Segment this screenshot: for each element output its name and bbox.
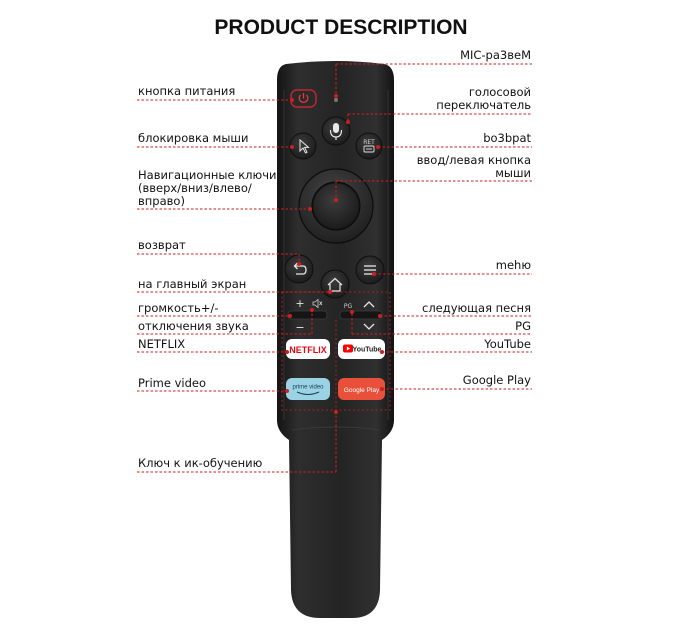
- home-icon: [327, 277, 343, 292]
- label-netflix: NETFLIX: [138, 337, 185, 351]
- label-navigation-line3: вправо): [138, 194, 185, 208]
- pg-label: PG: [344, 303, 353, 310]
- label-enter-line2: мыши: [495, 166, 531, 180]
- return-icon: [363, 145, 375, 153]
- mouse-lock-button[interactable]: [289, 132, 317, 160]
- return-button-label: RET: [363, 139, 375, 146]
- return-button[interactable]: RET: [355, 132, 383, 160]
- label-prime-video: Prime video: [138, 376, 206, 390]
- volume-rocker[interactable]: + −: [287, 297, 328, 334]
- label-voice-line1: голосовой: [469, 85, 531, 99]
- power-icon: [298, 93, 309, 104]
- label-mute: отключения звука: [138, 319, 249, 333]
- youtube-button[interactable]: YouTube: [338, 339, 385, 359]
- chevron-up-icon: [363, 301, 375, 308]
- label-voice-line2: переключатель: [436, 98, 531, 112]
- label-ir-learning: Ключ к ик-обучению: [138, 456, 263, 470]
- mouse-pointer-icon: [299, 138, 310, 154]
- microphone-icon: [329, 123, 343, 140]
- volume-plus-label: +: [295, 297, 304, 310]
- page-title: PRODUCT DESCRIPTION: [214, 16, 467, 39]
- label-mouse-lock: блокировка мыши: [138, 131, 248, 145]
- microphone-hole: [334, 98, 338, 102]
- label-menu: mehю: [496, 258, 532, 272]
- navigation-ring[interactable]: [298, 168, 374, 244]
- mute-icon: [312, 298, 323, 309]
- label-power: кнопка питания: [138, 84, 235, 98]
- voice-button[interactable]: [321, 116, 351, 146]
- prime-video-button[interactable]: prime video: [286, 378, 330, 400]
- label-navigation-line2: (вверх/вниз/влево/: [138, 181, 252, 195]
- youtube-play-icon: [343, 344, 353, 353]
- netflix-button[interactable]: NETFLIX: [286, 339, 330, 359]
- label-return: bo3bpat: [483, 131, 531, 145]
- label-volume: громкость+/-: [138, 301, 219, 315]
- google-play-button-label: Google Play: [344, 387, 380, 394]
- back-arrow-icon: [293, 262, 307, 275]
- label-navigation-line1: Навигационные ключи: [138, 168, 276, 182]
- volume-minus-label: −: [295, 321, 304, 334]
- power-button[interactable]: [290, 89, 317, 108]
- label-mic: MIC-ра3веМ: [460, 48, 531, 62]
- enter-button[interactable]: [313, 183, 359, 229]
- label-next-song: следующая песня: [422, 301, 531, 315]
- netflix-button-label: NETFLIX: [289, 345, 327, 355]
- label-google-play: Google Play: [463, 373, 531, 387]
- menu-button[interactable]: [355, 255, 385, 285]
- leader-lines-left: [137, 98, 338, 473]
- google-play-button[interactable]: Google Play: [338, 378, 385, 400]
- leader-lines-right: [334, 63, 532, 391]
- prime-button-label: prime video: [292, 385, 324, 391]
- prime-smile-icon: [296, 391, 320, 395]
- label-back: возврат: [138, 238, 186, 252]
- label-home: на главный экран: [138, 277, 246, 291]
- label-enter-line1: ввод/левая кнопка: [417, 153, 531, 167]
- chevron-down-icon: [363, 323, 375, 330]
- youtube-button-label: YouTube: [353, 347, 382, 354]
- label-pg: PG: [515, 319, 531, 333]
- label-youtube: YouTube: [483, 337, 531, 351]
- home-button[interactable]: [320, 269, 350, 299]
